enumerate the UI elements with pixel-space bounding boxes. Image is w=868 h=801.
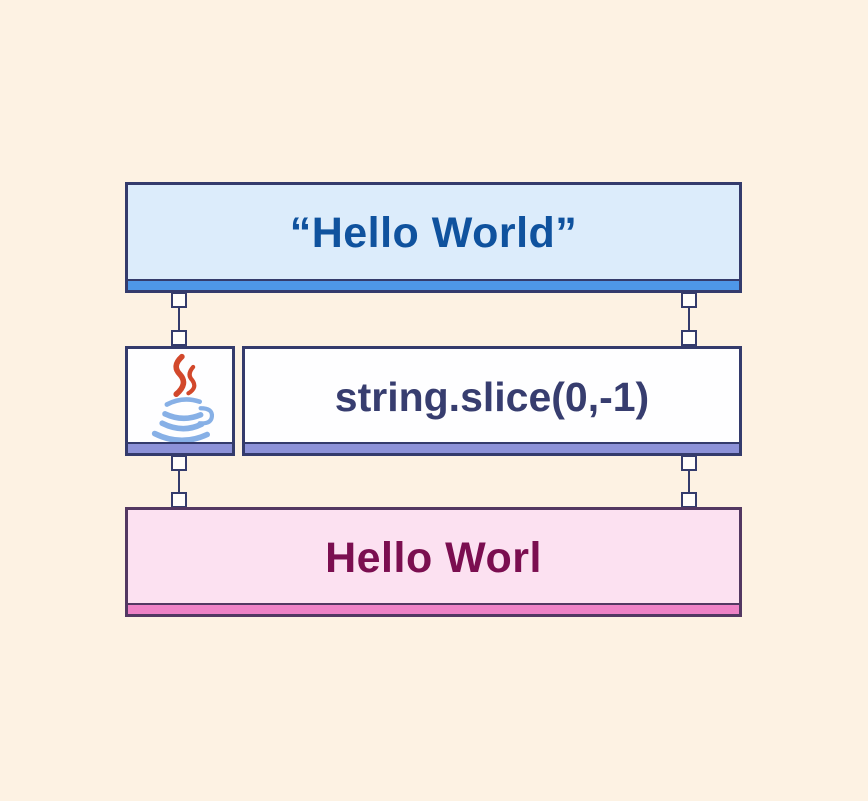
- connector-wire: [688, 469, 690, 494]
- connector-pin: [171, 492, 187, 508]
- language-box: [125, 346, 235, 456]
- language-box-bottom-bar: [128, 442, 232, 453]
- method-box-bottom-bar: [245, 442, 739, 453]
- connector-wire: [178, 469, 180, 494]
- input-box-bottom-bar: [128, 279, 739, 290]
- connector-wire: [688, 306, 690, 332]
- output-string-label: Hello Worl: [325, 533, 542, 582]
- connector-pin: [681, 492, 697, 508]
- connector-pin: [681, 330, 697, 346]
- input-string-label: “Hello World”: [289, 209, 578, 257]
- connector-wire: [178, 306, 180, 332]
- connector-pin: [171, 330, 187, 346]
- method-box: string.slice(0,-1): [242, 346, 742, 456]
- input-string-box: “Hello World”: [125, 182, 742, 293]
- output-string-box: Hello Worl: [125, 507, 742, 617]
- method-label: string.slice(0,-1): [334, 373, 650, 420]
- java-logo-icon: [151, 353, 215, 442]
- output-box-bottom-bar: [128, 603, 739, 614]
